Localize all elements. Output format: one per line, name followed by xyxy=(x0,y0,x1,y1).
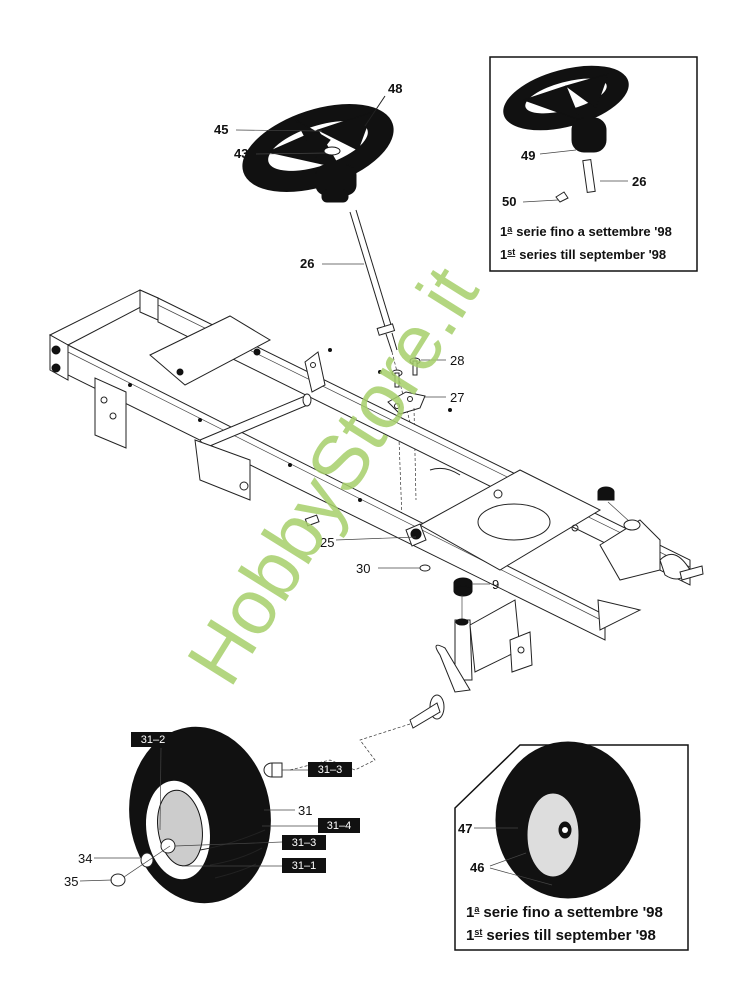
tag-31-2: 31–2 xyxy=(131,732,175,747)
callout-30: 30 xyxy=(356,561,370,576)
callout-27: 27 xyxy=(450,390,464,405)
inset-callout-50: 50 xyxy=(502,194,516,209)
bracket-27 xyxy=(387,391,426,521)
callout-34: 34 xyxy=(78,851,92,866)
washer-30 xyxy=(419,564,431,572)
steering-gear-assembly xyxy=(405,523,427,547)
front-axle-spindle-right xyxy=(597,486,704,631)
callout-9: 9 xyxy=(492,577,499,592)
svg-text:31–1: 31–1 xyxy=(292,860,316,872)
callout-26: 26 xyxy=(300,256,314,271)
callout-48: 48 xyxy=(388,81,402,96)
tractor-frame xyxy=(48,289,691,641)
svg-text:31–3: 31–3 xyxy=(318,764,342,776)
inset-callout-26: 26 xyxy=(632,174,646,189)
callout-31: 31 xyxy=(298,803,312,818)
spacer-31-3-outer xyxy=(263,762,283,778)
callout-28: 28 xyxy=(450,353,464,368)
callout-43: 43 xyxy=(234,146,248,161)
inset-callout-46: 46 xyxy=(470,860,484,875)
svg-text:31–2: 31–2 xyxy=(141,734,165,746)
leader-25 xyxy=(335,536,417,541)
callout-25: 25 xyxy=(320,535,334,550)
pin-25 xyxy=(304,514,320,527)
inset-steering-first-series xyxy=(489,56,698,272)
inset-callout-49: 49 xyxy=(521,148,535,163)
bushing-9 xyxy=(453,577,473,597)
front-wheel-31 xyxy=(129,726,271,904)
front-axle-spindle-left xyxy=(435,595,533,693)
callout-35: 35 xyxy=(64,874,78,889)
bolt-28 xyxy=(391,357,421,388)
washer-34 xyxy=(140,852,154,868)
svg-text:31–4: 31–4 xyxy=(327,820,351,832)
leader-lines-steering xyxy=(235,95,386,155)
tag-31-3-inner: 31–3 xyxy=(282,835,326,850)
tag-31-4: 31–4 xyxy=(318,818,360,833)
steering-shaft-26 xyxy=(349,209,413,431)
clip-35 xyxy=(110,873,126,887)
tag-31-1: 31–1 xyxy=(282,858,326,873)
inset-wheel-first-series xyxy=(454,741,689,951)
steering-wheel-48 xyxy=(242,104,394,203)
spindle-stub xyxy=(289,694,445,771)
tag-31-3-outer: 31–3 xyxy=(308,762,352,777)
inset-callout-47: 47 xyxy=(458,821,472,836)
leader-35 xyxy=(79,879,113,882)
svg-text:31–3: 31–3 xyxy=(292,837,316,849)
callout-45: 45 xyxy=(214,122,228,137)
